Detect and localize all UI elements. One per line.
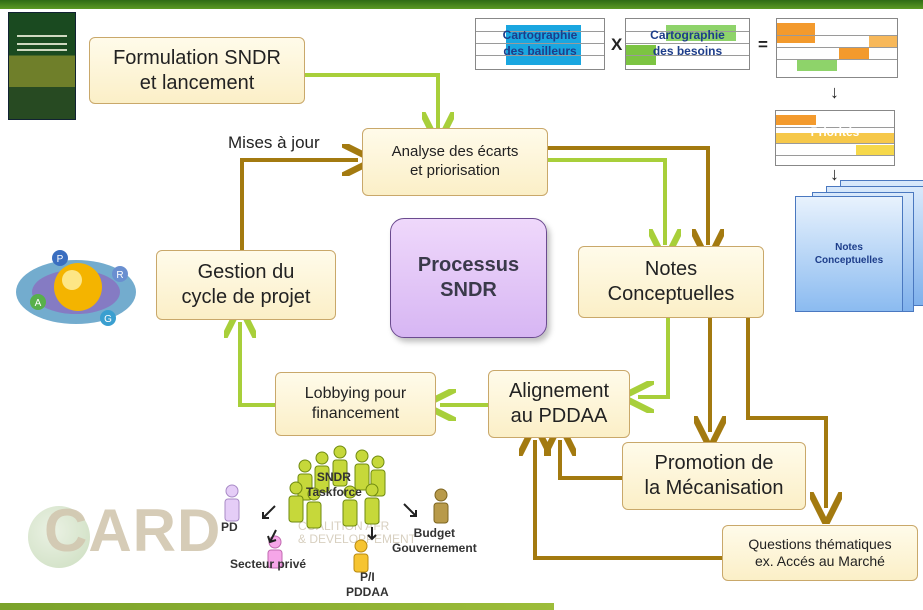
arrow-down-1: ↓: [830, 82, 839, 102]
person-secteur-prive: [267, 535, 283, 569]
node-analyse: Analyse des écarts et priorisation: [362, 128, 548, 196]
arrow-promotion-alignement: [560, 440, 622, 480]
arrow-analyse-notes: [548, 158, 665, 245]
cartographie-besoins-table: Cartographie des besoins: [625, 18, 750, 70]
cycle-letter-r: R: [116, 270, 123, 281]
ecarts-label: Ecarts: [818, 23, 856, 37]
ecarts-table: Ecarts: [776, 18, 898, 78]
cycle-node-r: [112, 266, 128, 282]
cartographie-bailleurs-label: Cartographie des bailleurs: [502, 28, 578, 59]
person-pd: [224, 484, 240, 522]
node-promotion: Promotion de la Mécanisation: [622, 442, 806, 510]
node-lobbying: Lobbying pour financement: [275, 372, 436, 436]
person-budget: [433, 488, 449, 524]
cycle-node-g: [100, 310, 116, 326]
node-questions-label: Questions thématiques ex. Accés au March…: [748, 535, 892, 570]
node-notes: Notes Conceptuelles: [578, 246, 764, 318]
center-label: Processus SNDR: [417, 254, 520, 301]
concept-note-label: Notes Conceptuelles: [814, 242, 884, 266]
arrow-questions-alignement: [535, 440, 722, 560]
arrow-lobbying-gestion: [240, 322, 275, 407]
cartographie-besoins-label: Cartographie des besoins: [650, 28, 725, 59]
center-processus: Processus SNDR: [390, 218, 547, 338]
mises-a-jour-label: Mises à jour: [228, 133, 320, 152]
cycle-node-p: [52, 250, 68, 266]
cycle-letter-g: G: [104, 314, 112, 325]
arrow-analyse-notes-brown: [548, 146, 708, 245]
equals-sign: =: [758, 35, 768, 54]
card-watermark: CARD: [44, 497, 222, 564]
taskforce-label: SNDR Taskforce: [306, 470, 362, 499]
person-ppddaa: [353, 539, 369, 573]
node-gestion: Gestion du cycle de projet: [156, 250, 336, 320]
header-bar: [0, 0, 923, 9]
budget-label: Budget Gouvernement: [392, 526, 477, 555]
node-formulation-label: Formulation SNDR et lancement: [113, 46, 281, 94]
node-formulation: Formulation SNDR et lancement: [89, 37, 305, 104]
node-alignement: Alignement au PDDAA: [488, 370, 630, 438]
node-questions: Questions thématiques ex. Accés au March…: [722, 525, 918, 581]
priorites-label: Priorités: [810, 125, 860, 139]
cartographie-bailleurs-table: Cartographie des bailleurs: [475, 18, 605, 70]
cycle-letter-p: P: [57, 254, 64, 265]
concept-note-sheet: Notes Conceptuelles: [795, 196, 903, 312]
arrow-notes-alignement: [638, 318, 670, 397]
arrow-down-2: ↓: [830, 164, 839, 184]
footer-bar: [0, 603, 923, 610]
node-lobbying-label: Lobbying pour financement: [304, 385, 407, 422]
node-gestion-label: Gestion du cycle de projet: [181, 261, 311, 308]
node-analyse-label: Analyse des écarts et priorisation: [391, 143, 519, 179]
card-logo-watermark: [28, 506, 90, 568]
cycle-node-a: [30, 294, 46, 310]
pd-label: PD: [221, 520, 238, 534]
secteur-prive-label: Secteur privé: [230, 557, 307, 571]
project-cycle-graphic: P R A G: [16, 250, 136, 326]
times-sign: X: [611, 35, 623, 54]
sndr-book-cover: [8, 12, 76, 120]
priorites-table: Priorités: [775, 110, 895, 166]
arrow-formulation-analyse: [305, 73, 438, 128]
node-promotion-label: Promotion de la Mécanisation: [644, 452, 784, 499]
cycle-letter-a: A: [35, 298, 42, 309]
arrow-notes-questions: [746, 318, 826, 508]
arrow-gestion-analyse: [240, 160, 358, 250]
ppddaa-label: P/I PDDAA: [346, 570, 389, 599]
node-alignement-label: Alignement au PDDAA: [508, 380, 610, 427]
node-notes-label: Notes Conceptuelles: [607, 258, 735, 305]
